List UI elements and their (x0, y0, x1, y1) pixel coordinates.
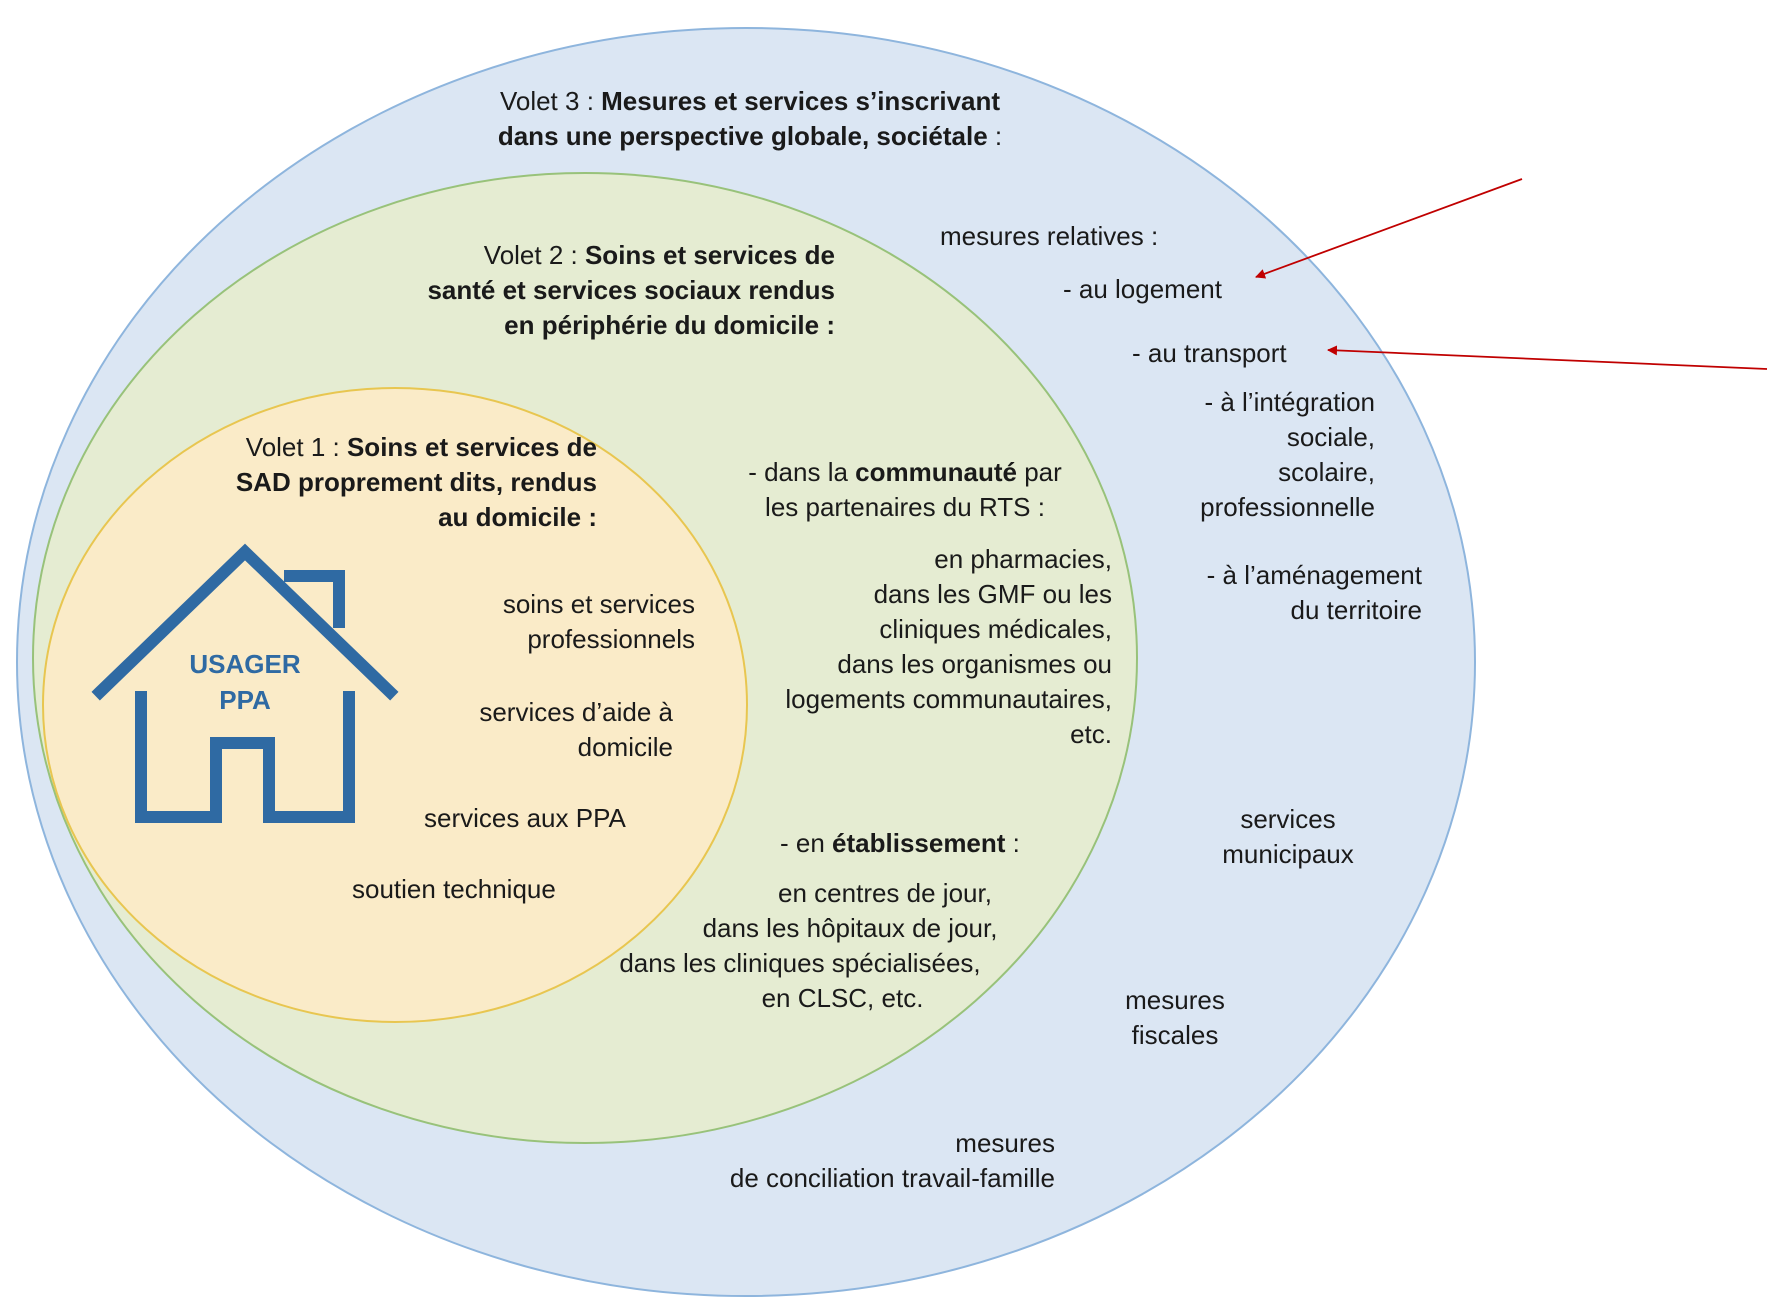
usager-label: USAGER PPA (189, 649, 301, 715)
mesures-fiscales-item: mesures fiscales (1125, 985, 1225, 1050)
volet3-title: Volet 3 : Mesures et services s’inscriva… (497, 86, 1003, 151)
volet1-inner-circle (42, 387, 748, 1023)
house-icon (91, 543, 399, 823)
arrow-icon (1255, 178, 1523, 279)
communaute-heading: - dans la communauté par les partenaires… (748, 457, 1062, 522)
soins-pro-item: soins et services professionnels (502, 589, 695, 654)
soutien-technique-item: soutien technique (352, 874, 556, 904)
mesures-relatives-label: mesures relatives : (940, 221, 1159, 251)
logement-item: - au logement (1063, 274, 1222, 304)
volet2-title: Volet 2 : Soins et services de santé et … (427, 240, 835, 340)
etablissement-list: en centres de jour, dans les hôpitaux de… (619, 878, 998, 1013)
integration-item: - à l’intégration sociale, scolaire, pro… (1200, 387, 1375, 522)
arrow-icon (1327, 345, 1768, 370)
services-municipaux-item: services municipaux (1222, 804, 1354, 869)
services-ppa-item: services aux PPA (424, 803, 626, 833)
communaute-list: en pharmacies, dans les GMF ou les clini… (785, 544, 1112, 749)
etablissement-heading: - en établissement : (780, 828, 1020, 858)
amenagement-item: - à l’aménagement du territoire (1206, 560, 1422, 625)
volet1-title: Volet 1 : Soins et services de SAD propr… (235, 432, 597, 532)
conciliation-item: mesures de conciliation travail-famille (729, 1128, 1055, 1193)
transport-item: - au transport (1132, 338, 1287, 368)
aide-domicile-item: services d’aide à domicile (479, 697, 673, 762)
